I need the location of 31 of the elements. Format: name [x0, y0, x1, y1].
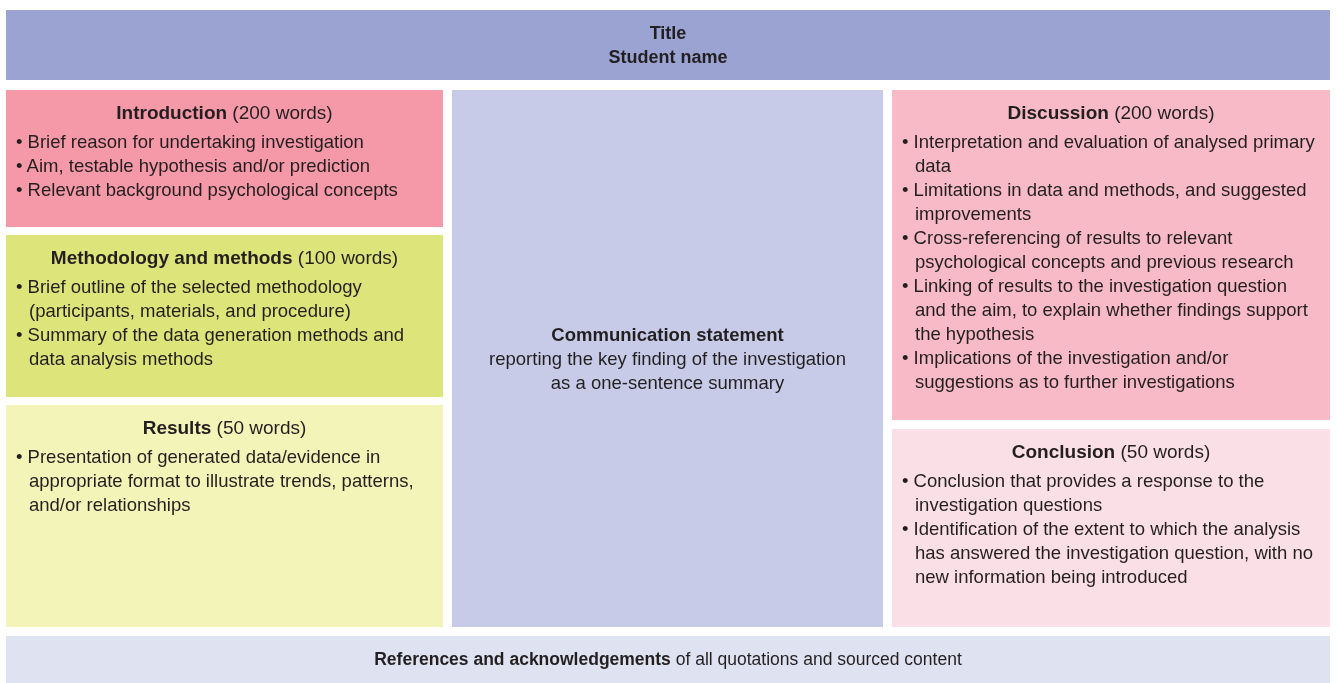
section-box — [6, 405, 443, 627]
bullet-point: • Implications of the investigation and/or suggestions as to further investigations — [902, 346, 1236, 394]
bullet-point: • Summary of the data generation methods and data analysis methods — [16, 323, 405, 371]
bullet-point: • Presentation of generated data/evidence in appropriate format to illustrate trends, patterns, and/or relationships — [16, 445, 415, 517]
bullet-point: • Aim, testable hypothesis and/or prediction — [16, 154, 372, 178]
bullet-point: • Brief outline of the selected methodology (participants, materials, and procedure) — [16, 275, 363, 323]
bullet-point: • Conclusion that provides a response to the investigation questions — [902, 469, 1266, 517]
section-box — [6, 10, 1330, 80]
section-box — [452, 90, 883, 627]
bullet-point: • Limitations in data and methods, and suggested improvements — [902, 178, 1308, 226]
section-heading: Results (50 words) — [142, 416, 307, 440]
section-heading: Conclusion (50 words) — [1011, 440, 1211, 464]
bullet-point: • Brief reason for undertaking investigation — [16, 130, 365, 154]
bullet-point: • Linking of results to the investigation question and the aim, to explain whether findings support the hypothesis — [902, 274, 1309, 346]
description: reporting the key finding of the investigation as a one-sentence summary — [488, 346, 847, 395]
section-box — [892, 90, 1330, 420]
section-box — [892, 429, 1330, 627]
title-text: Title — [649, 22, 687, 45]
bullet-point: • Relevant background psychological concepts — [16, 178, 399, 202]
section-box — [6, 90, 443, 227]
section-heading: Introduction (200 words) — [116, 101, 333, 125]
section-box — [6, 235, 443, 397]
bullet-point: • Cross-referencing of results to relevant psychological concepts and previous research — [902, 226, 1295, 274]
heading: Communication statement — [551, 322, 784, 347]
section-heading: Discussion (200 words) — [1007, 101, 1215, 125]
bullet-point: • Identification of the extent to which the analysis has answered the investigation question, with no new information being introduced — [902, 517, 1314, 589]
bullet-point: • Interpretation and evaluation of analysed primary data — [902, 130, 1316, 178]
footer-text: References and acknowledgements of all quotations and sourced content — [374, 648, 962, 672]
section-heading: Methodology and methods (100 words) — [50, 246, 399, 270]
title-text: Student name — [608, 46, 728, 69]
section-box — [6, 636, 1330, 683]
